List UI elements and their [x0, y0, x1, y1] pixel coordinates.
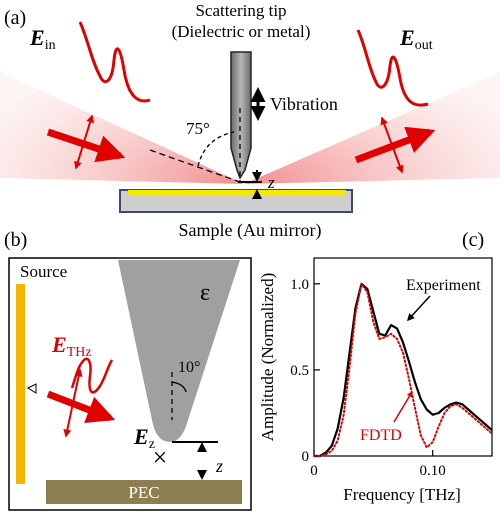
tip-title-line1: Scattering tip	[195, 1, 286, 20]
panel-c-label: (c)	[462, 229, 484, 251]
panel-b: (b) Source ε 10° ETHz z × Ez PEC	[4, 229, 252, 511]
scattered-beam	[244, 72, 500, 184]
fdtd-annotation-arrow	[393, 390, 413, 423]
y-tick-label: 0	[302, 449, 310, 465]
x-tick-label: 0.10	[420, 463, 446, 479]
series-group	[313, 282, 493, 458]
thz-arrow-icon	[46, 390, 116, 423]
scattering-tip	[230, 51, 252, 180]
y-axis-label: Amplitude (Normalized)	[258, 273, 277, 442]
ein-label: Ein	[29, 25, 56, 53]
angle-label: 75°	[186, 119, 210, 138]
scattered-pulse-icon	[356, 29, 429, 107]
incident-polarization-icon	[74, 114, 94, 170]
series-line-fdtd	[313, 282, 493, 457]
gap-z-label-b: z	[215, 456, 223, 476]
source-label: Source	[20, 262, 67, 281]
simulation-box	[8, 257, 252, 511]
incidence-dashed-line	[149, 149, 241, 183]
au-layer	[128, 190, 346, 196]
source-marker-icon	[26, 383, 37, 394]
cone-angle-label: 10°	[178, 359, 200, 376]
cone-tip	[118, 260, 240, 442]
eout-label: Eout	[399, 25, 433, 53]
panel-a-label: (a)	[4, 7, 26, 29]
thz-polarization-icon	[63, 368, 83, 438]
experiment-annotation-arrow	[406, 295, 431, 322]
sample-label: Sample (Au mirror)	[179, 220, 322, 241]
ez-label: Ez	[133, 424, 155, 452]
y-tick-label: 0.5	[290, 363, 309, 379]
vibration-label: Vibration	[270, 94, 338, 114]
panel-c: (c) Amplitude (Normalized) Frequency [TH…	[258, 229, 493, 504]
incident-pulse-icon	[78, 21, 151, 103]
plot-frame	[313, 257, 493, 457]
tip-title-line2: (Dielectric or metal)	[172, 22, 311, 41]
axis-ticks: 0 0.10 0 0.5 1.0	[290, 277, 446, 479]
fdtd-annotation: FDTD	[360, 427, 402, 444]
series-line-experiment	[314, 282, 493, 458]
ethz-label: ETHz	[51, 332, 92, 360]
x-tick-label: 0	[310, 463, 318, 479]
scattered-polarization-icon	[380, 116, 404, 174]
epsilon-label: ε	[200, 280, 210, 306]
pec-label: PEC	[128, 483, 159, 502]
pec-block	[46, 480, 242, 504]
x-axis-label: Frequency [THz]	[343, 485, 461, 504]
incident-beam	[0, 72, 244, 184]
panel-a: (a) Sample (Au mirror) Scattering tip (D…	[0, 1, 500, 241]
gap-z-label: z	[267, 173, 275, 192]
experiment-annotation: Experiment	[406, 277, 481, 294]
panel-b-label: (b)	[4, 229, 27, 251]
y-tick-label: 1.0	[290, 277, 309, 293]
source-bar	[16, 284, 25, 484]
ez-point-icon: ×	[153, 443, 168, 472]
thz-pulse-icon	[70, 357, 114, 394]
